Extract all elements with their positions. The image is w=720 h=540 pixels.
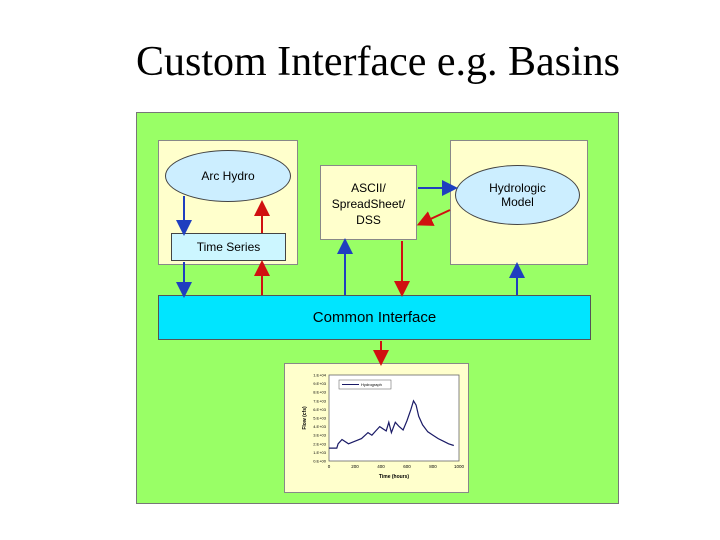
x-tick-label: 400: [377, 464, 385, 469]
y-tick-label: 4.E+03: [313, 424, 327, 429]
legend-box: [338, 379, 392, 390]
x-tick-label: 0: [328, 464, 331, 469]
arc-hydro-ellipse: Arc Hydro: [165, 150, 291, 202]
plot-area: [328, 374, 460, 462]
y-tick-label: 0.E+00: [313, 459, 327, 464]
y-tick-label: 7.E+03: [313, 398, 327, 403]
hydrologic-model-label: Hydrologic Model: [489, 181, 546, 209]
arc-hydro-label: Arc Hydro: [201, 169, 255, 183]
x-axis-label: Time (hours): [379, 474, 410, 480]
time-series-label: Time Series: [196, 240, 261, 254]
y-tick-label: 6.E+03: [313, 407, 327, 412]
y-tick-label: 3.E+03: [313, 433, 327, 438]
hydrograph-chart: 1.E+04 9.E+03 8.E+03 7.E+03 6.E+03 5.E+03 4.E+…: [302, 373, 465, 481]
x-tick-label: 200: [351, 464, 359, 469]
y-tick-label: 8.E+03: [313, 390, 327, 395]
ascii-label: ASCII/ SpreadSheet/ DSS: [331, 181, 406, 227]
y-tick-label: 5.E+03: [313, 416, 327, 421]
y-tick-label: 2.E+03: [313, 441, 327, 446]
x-tick-label: 1000: [454, 464, 465, 469]
x-tick-label: 600: [403, 464, 411, 469]
legend-label: Hydrograph: [361, 382, 382, 387]
y-tick-label: 1.E+03: [313, 450, 327, 455]
hydrologic-model-ellipse: Hydrologic Model: [455, 165, 580, 225]
hydrograph-series-line: [329, 399, 454, 449]
x-tick-label: 800: [429, 464, 437, 469]
y-tick-label: 9.E+03: [313, 381, 327, 386]
time-series-box: Time Series: [171, 233, 286, 261]
arrow-model-to-ascii: [416, 209, 451, 226]
common-interface-label: Common Interface: [312, 309, 437, 326]
ascii-box: [320, 165, 417, 240]
common-interface-bar: Common Interface: [158, 295, 591, 340]
y-tick-label: 1.E+04: [313, 373, 327, 378]
slide-title: Custom Interface e.g. Basins: [135, 39, 621, 85]
y-axis-label: Flow (cfs): [302, 406, 308, 430]
